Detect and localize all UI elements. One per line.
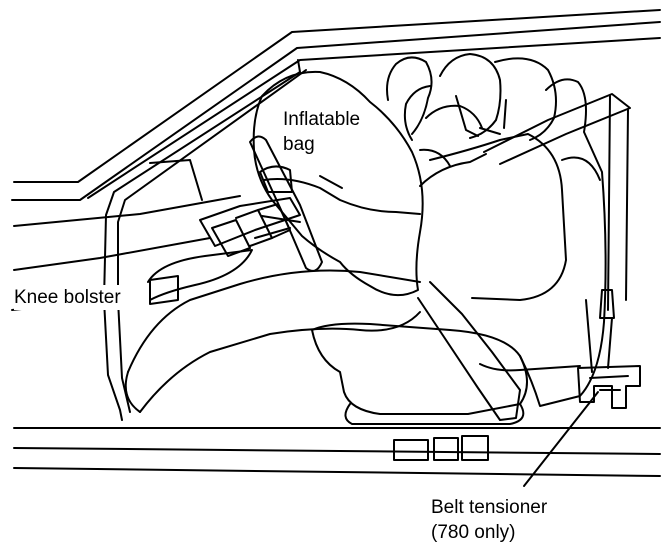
- airbag: [252, 70, 424, 297]
- inflatable-bag-label-line2: bag: [283, 134, 315, 155]
- belt-tensioner-label-line2: (780 only): [431, 522, 516, 543]
- belt-tensioner-label: Belt tensioner (780 only): [431, 495, 547, 545]
- knee-bolster: [147, 249, 253, 301]
- dashboard: [11, 159, 301, 311]
- knee-bolster-label: Knee bolster: [14, 285, 123, 310]
- seat-belt: [417, 93, 631, 421]
- inflatable-bag-label-line1: Inflatable: [283, 109, 361, 130]
- floor-sill: [13, 427, 661, 477]
- roof-frame: [11, 9, 661, 201]
- driver-torso: [259, 133, 567, 301]
- driver-legs: [124, 269, 421, 413]
- steering-wheel: [249, 135, 323, 272]
- belt-tensioner-label-line1: Belt tensioner: [431, 497, 548, 518]
- inflatable-bag-label: Inflatable bag: [283, 107, 360, 157]
- belt-tensioner-leader-line: [523, 391, 599, 487]
- door-frame: [103, 59, 307, 421]
- seat: [311, 78, 607, 425]
- driver-heads: [386, 53, 557, 141]
